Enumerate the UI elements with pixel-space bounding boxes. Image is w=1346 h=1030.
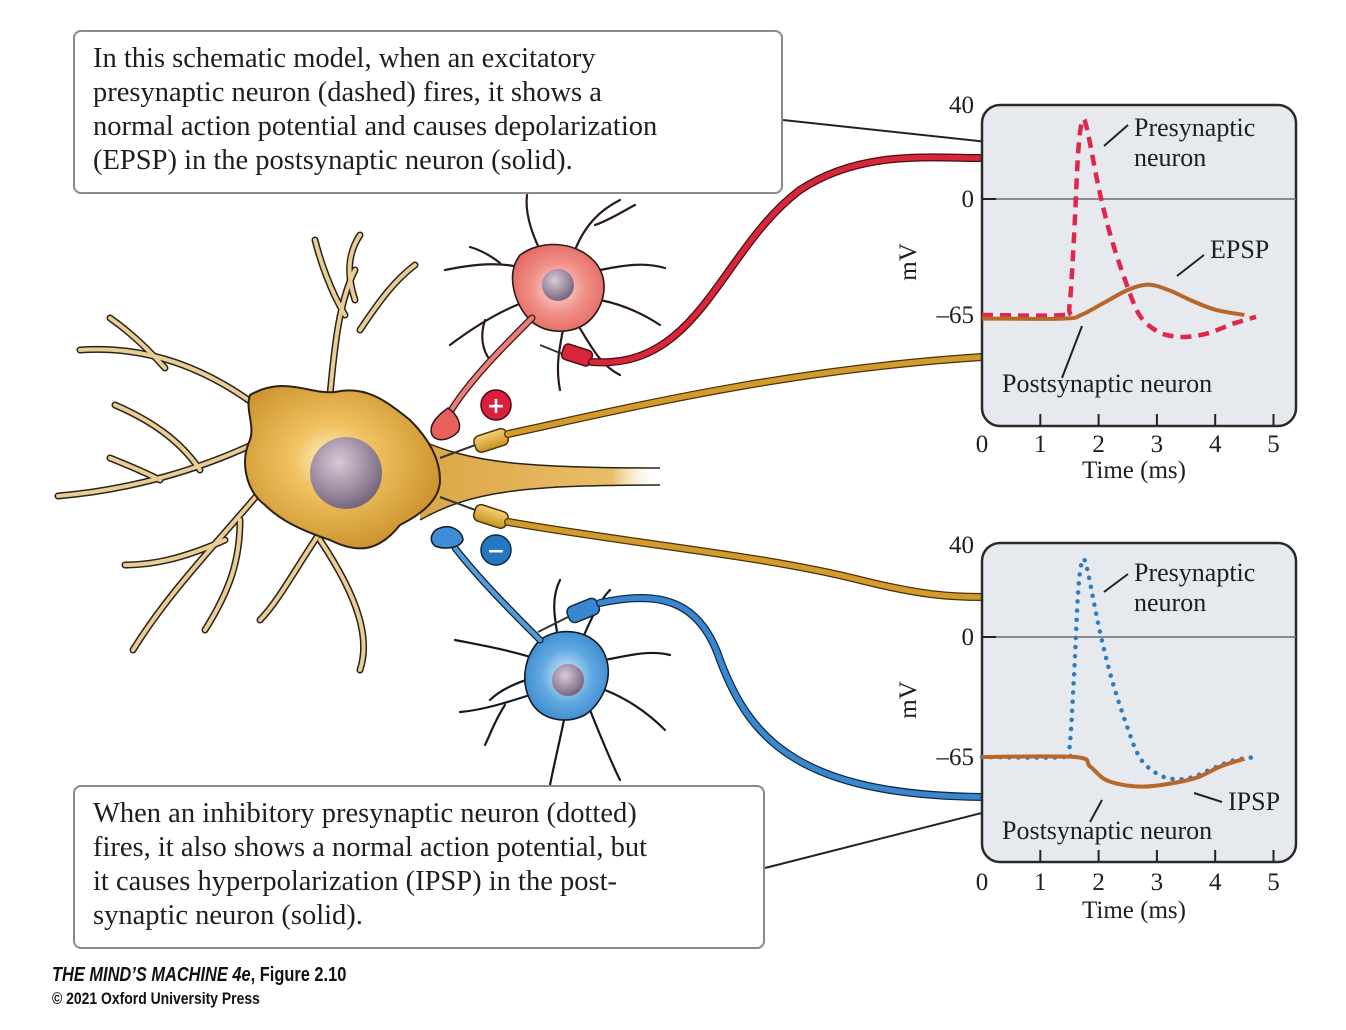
copyright-notice: © 2021 Oxford University Press [52,989,260,1008]
postsynaptic-leader-line [1089,799,1103,823]
x-tick-label: 5 [1267,431,1280,458]
x-tick-label: 4 [1209,869,1222,896]
presynaptic-trace [981,116,1257,340]
postsynaptic-trace [981,282,1245,321]
x-tick-label: 5 [1267,869,1280,896]
x-tick-label: 2 [1092,431,1105,458]
x-axis-label: Time (ms) [1082,457,1186,484]
electrode-gold-bottom [439,496,986,601]
x-tick-label: 2 [1092,869,1105,896]
caption-line: synaptic neuron (solid). [93,900,363,931]
presynaptic-label: neuron [1134,588,1206,617]
figure-number: , Figure 2.10 [250,964,347,986]
electrode-blue [537,594,986,801]
inhibitory-sign: − [480,534,512,566]
presynaptic-label: Presynaptic [1134,558,1255,587]
inhibitory-terminal [430,526,464,549]
x-tick-label: 3 [1151,431,1164,458]
x-tick-label: 0 [976,431,989,458]
caption-line: fires, it also shows a normal action pot… [93,832,648,863]
presynaptic-leader-line [1103,124,1129,147]
book-title: THE MIND’S MACHINE 4e [52,964,251,986]
y-axis-label: mV [895,681,922,719]
plot-area [980,103,1298,428]
caption-line: normal action potential and causes depol… [93,111,658,142]
postsynaptic-label: Postsynaptic neuron [1002,816,1212,845]
figure-credit-title: THE MIND’S MACHINE 4e, Figure 2.10 [52,964,346,987]
annotation-leader-line [1176,254,1205,277]
plot-area [980,541,1298,864]
x-tick-label: 1 [1034,431,1047,458]
caption-line: it causes hyperpolarization (IPSP) in th… [93,866,617,897]
excitatory-caption: In this schematic model, when an excitat… [73,30,783,194]
postsynaptic-axon [420,440,660,520]
postsynaptic-dendrites-fill [56,233,417,672]
epsp-label: EPSP [1210,235,1269,264]
nucleus [542,269,574,301]
excitatory-presynaptic-neuron [430,193,667,441]
inhibitory-caption: When an inhibitory presynaptic neuron (d… [73,785,765,949]
y-tick-label: 40 [949,92,974,119]
x-tick-label: 3 [1151,869,1164,896]
postsynaptic-label: Postsynaptic neuron [1002,369,1212,398]
minus-icon: − [487,539,505,564]
y-tick-label: 0 [962,186,975,213]
x-axis-label: Time (ms) [1082,897,1186,924]
y-axis-label: mV [895,243,922,281]
excitatory-terminal [430,407,461,441]
y-tick-label: 0 [962,624,975,651]
y-tick-label: 40 [949,532,974,559]
y-tick-label: –65 [936,302,975,329]
excitatory-sign: + [480,389,512,421]
x-tick-label: 1 [1034,869,1047,896]
electrode-gold-top [439,353,986,459]
presynaptic-leader-line [1103,573,1129,593]
annotation-leader-line [1193,792,1223,803]
postsynaptic-nucleus [310,437,382,509]
ipsp-label: IPSP [1228,787,1280,816]
presynaptic-trace [979,556,1259,782]
presynaptic-label: Presynaptic [1134,113,1255,142]
electrode-red [539,153,986,367]
plus-icon: + [487,394,505,419]
x-tick-label: 4 [1209,431,1222,458]
caption-line: (EPSP) in the postsynaptic neuron (solid… [93,145,573,176]
presynaptic-label: neuron [1134,143,1206,172]
caption-line: When an inhibitory presynaptic neuron (d… [93,798,637,829]
y-tick-label: –65 [936,744,975,771]
axon-outline [419,439,661,521]
caption-line: presynaptic neuron (dashed) fires, it sh… [93,77,602,108]
x-tick-label: 0 [976,869,989,896]
nucleus [552,664,584,696]
postsynaptic-trace [981,754,1245,789]
inhibitory-presynaptic-neuron [430,526,672,787]
caption-line: In this schematic model, when an excitat… [93,43,596,74]
postsynaptic-leader-line [1061,325,1083,379]
